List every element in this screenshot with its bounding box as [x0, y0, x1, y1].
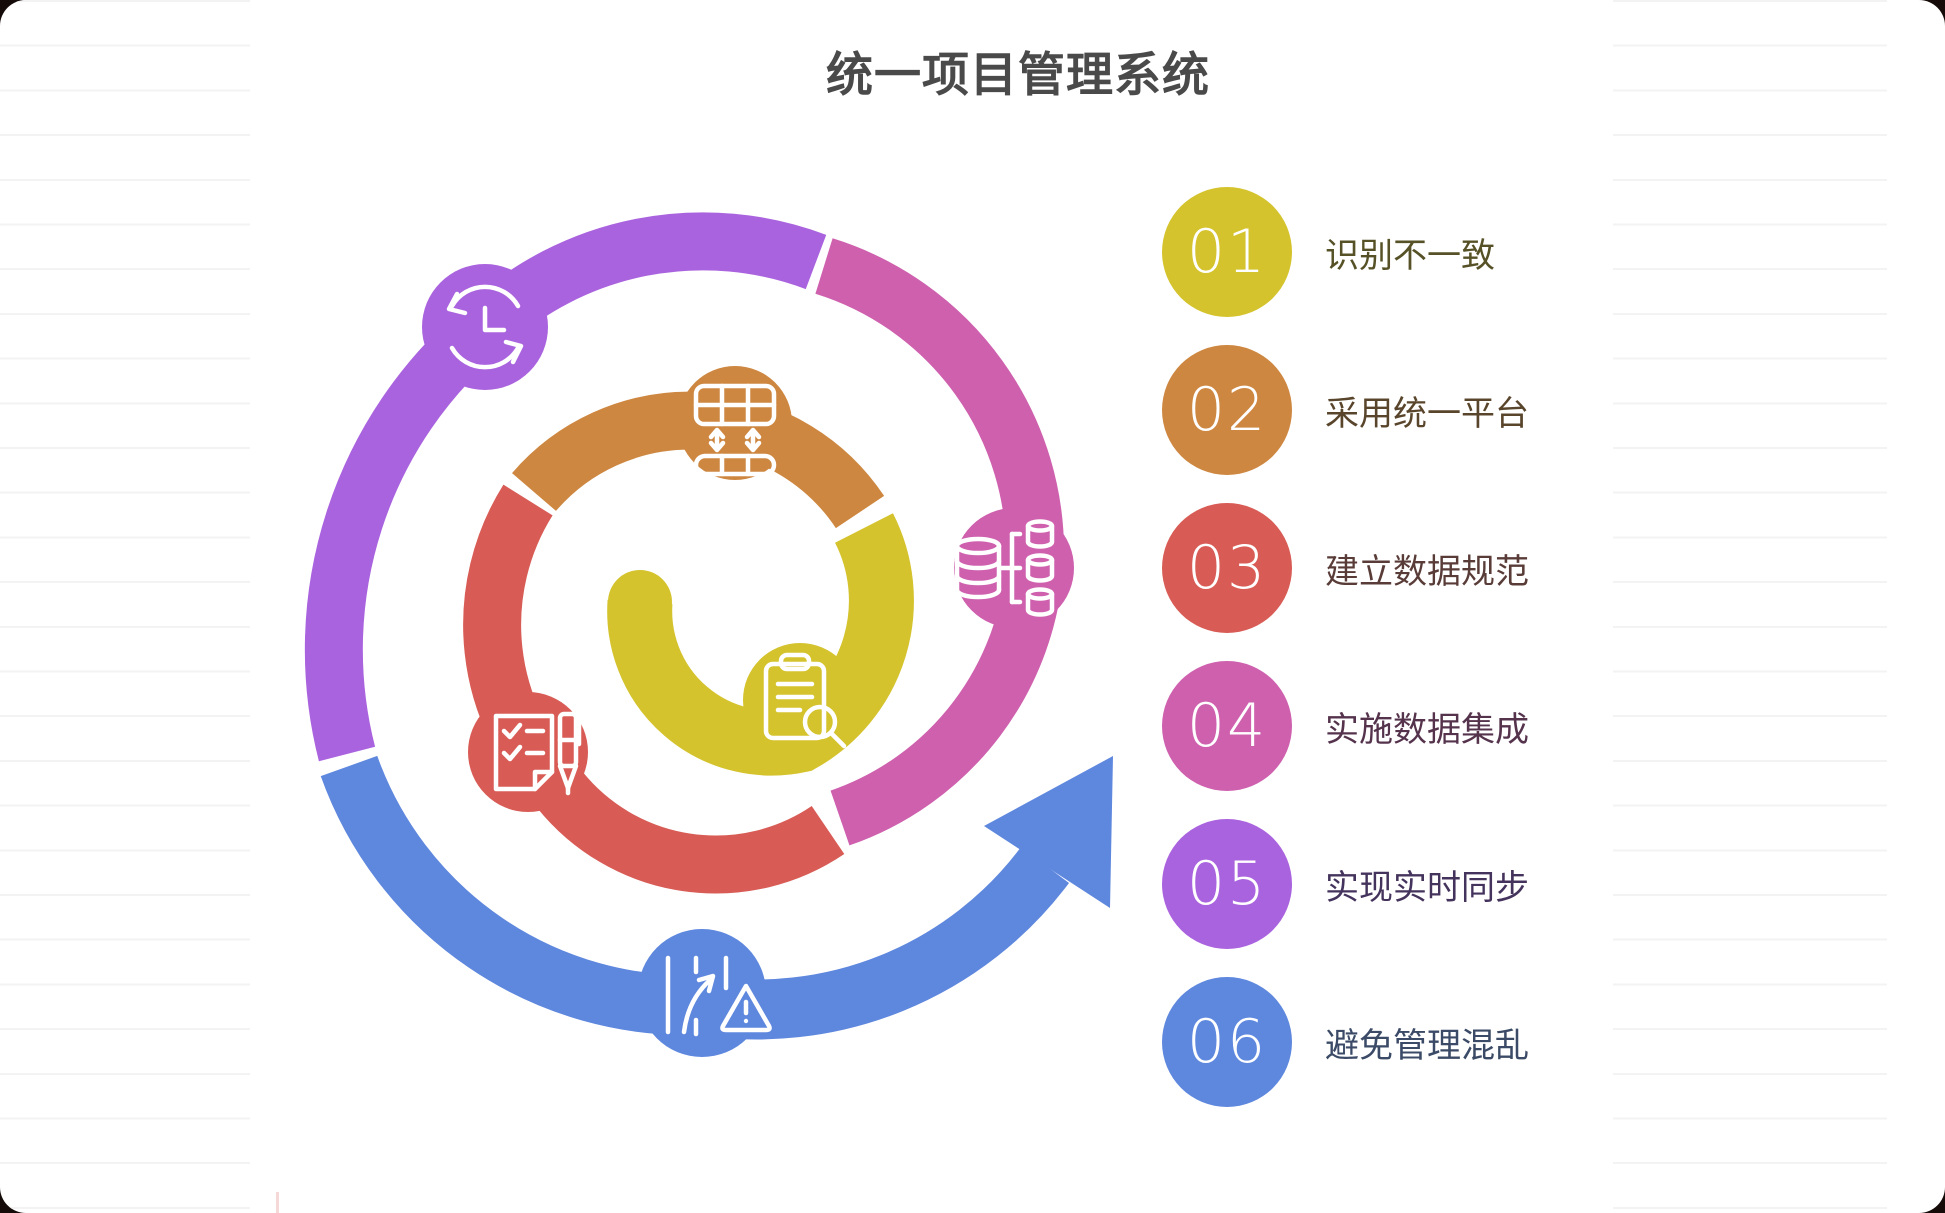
step-number-badge: 01: [1162, 187, 1292, 317]
step-label: 实现实时同步: [1325, 868, 1529, 907]
spiral-segment-05: [304, 212, 827, 762]
step-number: 03: [1186, 533, 1268, 603]
step-label: 采用统一平台: [1325, 394, 1529, 433]
step-number-badge: 02: [1162, 345, 1292, 475]
step-number-badge: 06: [1162, 977, 1292, 1107]
step-label: 识别不一致: [1325, 236, 1495, 275]
step-number-badge: 03: [1162, 503, 1292, 633]
step-number: 01: [1186, 217, 1268, 287]
step-number: 04: [1186, 691, 1268, 761]
step-number: 05: [1186, 849, 1268, 919]
spiral-arrowhead: [984, 756, 1113, 908]
step-label: 避免管理混乱: [1325, 1026, 1529, 1065]
list-item: 02 采用统一平台: [1162, 345, 1529, 475]
list-item: 06 避免管理混乱: [1162, 977, 1529, 1107]
step-number-badge: 04: [1162, 661, 1292, 791]
ruled-lines-left: [0, 0, 250, 1213]
clipboard-search-icon: [763, 652, 847, 749]
bubble-step-06: [638, 929, 766, 1057]
bubble-step-01: [743, 643, 857, 757]
step-label: 建立数据规范: [1325, 552, 1529, 591]
ruled-lines-right: [1613, 0, 1887, 1213]
list-item: 01 识别不一致: [1162, 187, 1495, 317]
page-title: 统一项目管理系统: [826, 48, 1210, 101]
step-label: 实施数据集成: [1325, 710, 1529, 749]
step-number: 02: [1186, 375, 1268, 445]
tables-sync-icon: [693, 383, 777, 477]
checklist-pen-icon: [493, 711, 582, 796]
card-corner-accent: [276, 1192, 279, 1213]
list-item: 04 实施数据集成: [1162, 661, 1529, 791]
step-number-badge: 05: [1162, 819, 1292, 949]
road-warning-icon: [665, 955, 772, 1037]
list-item: 05 实现实时同步: [1162, 819, 1529, 949]
clock-sync-icon: [446, 284, 524, 370]
step-number: 06: [1186, 1007, 1268, 1077]
database-split-icon: [954, 519, 1055, 617]
list-item: 03 建立数据规范: [1162, 503, 1529, 633]
